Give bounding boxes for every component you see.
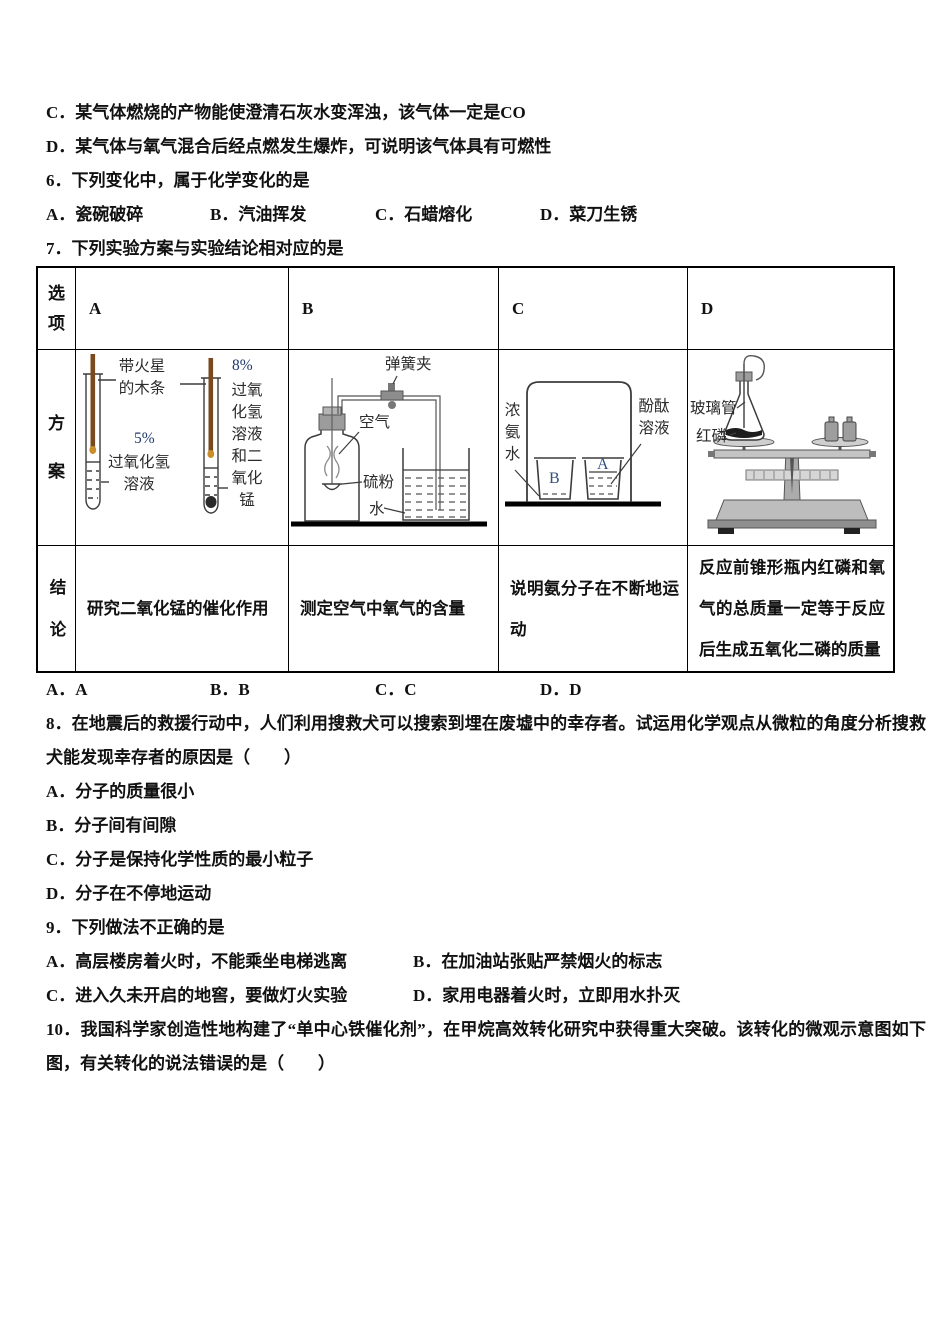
experiment-d-diagram <box>707 354 877 534</box>
q7-option-d: D．D <box>540 680 582 699</box>
splint-right <box>208 358 214 452</box>
experiment-b-diagram <box>291 375 487 527</box>
q7-conclusion-a: 研究二氧化锰的催化作用 <box>76 546 289 671</box>
q7-option-b: B．B <box>210 680 250 699</box>
q9-option-d: D．家用电器着火时，立即用水扑灭 <box>413 986 681 1005</box>
weights <box>824 416 857 442</box>
q7-table: 选项 A B C D 方案 <box>36 266 895 673</box>
q7-stem: 7．下列实验方案与实验结论相对应的是 <box>46 239 344 258</box>
q7-col-b-header: B <box>289 268 499 350</box>
q9-options-row1: A．高层楼房着火时，不能乘坐电梯逃离 B．在加油站张贴严禁烟火的标志 <box>0 945 950 979</box>
concentration-8-label: 8% <box>232 357 253 374</box>
q5-option-d: D．某气体与氧气混合后经点燃发生爆炸，可说明该气体具有可燃性 <box>46 137 552 156</box>
q6-option-a: A．瓷碗破碎 <box>46 205 144 224</box>
conclusion-a-text: 研究二氧化锰的催化作用 <box>87 599 269 618</box>
q7-col-d-header: D <box>688 268 893 350</box>
experiment-a-cell: 带火星的木条 8% 过氧化氢溶液和二氧化锰 5% 过氧化氢溶液 <box>76 350 289 546</box>
experiment-a-diagram <box>83 354 228 514</box>
splint-label: 带火星的木条 <box>118 358 166 397</box>
q7-plan-label: 方案 <box>47 413 65 481</box>
glass-tube-label: 玻璃管 <box>690 400 737 417</box>
phenolphthalein-label: 酚酞溶液 <box>638 398 670 437</box>
q7-option-a: A．A <box>46 680 88 699</box>
q8-option-a: A．分子的质量很小 <box>46 782 195 801</box>
experiment-b-cell: 弹簧夹 空气 硫粉 水 <box>289 350 499 546</box>
experiment-c-cell: 浓氨水 酚酞溶液 B A <box>499 350 688 546</box>
q7-answer-options: A．A B．B C．C D．D <box>0 673 950 707</box>
solution-5-label: 过氧化氢溶液 <box>107 454 170 493</box>
water-label: 水 <box>369 501 385 518</box>
q8-option-d: D．分子在不停地运动 <box>46 884 212 903</box>
q9-option-a: A．高层楼房着火时，不能乘坐电梯逃离 <box>46 952 348 971</box>
experiment-c-diagram <box>505 381 661 507</box>
q7-conclusion-label-cell: 结论 <box>38 546 76 671</box>
conclusion-b-text: 测定空气中氧气的含量 <box>300 599 465 618</box>
q7-conclusion-b: 测定空气中氧气的含量 <box>289 546 499 671</box>
pinch-clamp-icon <box>380 383 404 409</box>
q7-plan-label-cell: 方案 <box>38 350 76 546</box>
q5-option-c: C．某气体燃烧的产物能使澄清石灰水变浑浊，该气体一定是CO <box>46 103 526 122</box>
clamp-label: 弹簧夹 <box>385 356 432 373</box>
q7-option-c: C．C <box>375 680 417 699</box>
q6-option-d: D．菜刀生锈 <box>540 205 638 224</box>
exam-content: C．某气体燃烧的产物能使澄清石灰水变浑浊，该气体一定是CO D．某气体与氧气混合… <box>0 103 950 1073</box>
sulfur-label: 硫粉 <box>363 474 395 491</box>
solution-8-label: 过氧化氢溶液和二氧化锰 <box>231 382 263 509</box>
q8-stem: 8．在地震后的救援行动中，人们利用搜救犬可以搜索到埋在废墟中的幸存者。试运用化学… <box>46 714 926 767</box>
q10-stem: 10．我国科学家创造性地构建了“单中心铁催化剂”，在甲烷高效转化研究中获得重大突… <box>46 1020 926 1073</box>
beaker-a-letter: A <box>597 456 609 473</box>
experiment-d-cell: 玻璃管 红磷 <box>688 350 893 546</box>
q7-conclusion-d: 反应前锥形瓶内红磷和氧气的总质量一定等于反应后生成五氧化二磷的质量 <box>688 546 893 671</box>
mno2-solid <box>205 496 217 508</box>
q6-stem: 6．下列变化中，属于化学变化的是 <box>46 171 310 190</box>
conclusion-d-text: 反应前锥形瓶内红磷和氧气的总质量一定等于反应后生成五氧化二磷的质量 <box>699 558 885 659</box>
conclusion-c-text: 说明氨分子在不断地运动 <box>510 578 679 639</box>
q7-table-corner-cell: 选项 <box>38 268 76 350</box>
q7-conclusion-label: 结论 <box>49 577 67 639</box>
q9-options-row2: C．进入久未开启的地窖，要做灯火实验 D．家用电器着火时，立即用水扑灭 <box>0 979 950 1013</box>
ammonia-label: 浓氨水 <box>504 402 521 463</box>
red-phosphorus-label: 红磷 <box>696 428 728 445</box>
q7-col-c-header: C <box>499 268 688 350</box>
q9-stem: 9．下列做法不正确的是 <box>46 918 225 937</box>
q7-col-a-header: A <box>76 268 289 350</box>
q8-option-b: B．分子间有间隙 <box>46 816 177 835</box>
q9-option-c: C．进入久未开启的地窖，要做灯火实验 <box>46 986 348 1005</box>
q7-corner-label: 选项 <box>47 283 65 333</box>
air-label: 空气 <box>359 414 391 431</box>
q6-option-b: B．汽油挥发 <box>210 205 307 224</box>
q8-option-c: C．分子是保持化学性质的最小粒子 <box>46 850 314 869</box>
q7-conclusion-c: 说明氨分子在不断地运动 <box>499 546 688 671</box>
red-phosphorus-solid <box>726 428 762 438</box>
beaker-b-letter: B <box>549 470 560 487</box>
q9-option-b: B．在加油站张贴严禁烟火的标志 <box>413 952 663 971</box>
splint-left <box>90 354 96 448</box>
concentration-5-label: 5% <box>134 430 155 447</box>
q6-option-c: C．石蜡熔化 <box>375 205 473 224</box>
q6-options: A．瓷碗破碎 B．汽油挥发 C．石蜡熔化 D．菜刀生锈 <box>0 198 950 232</box>
